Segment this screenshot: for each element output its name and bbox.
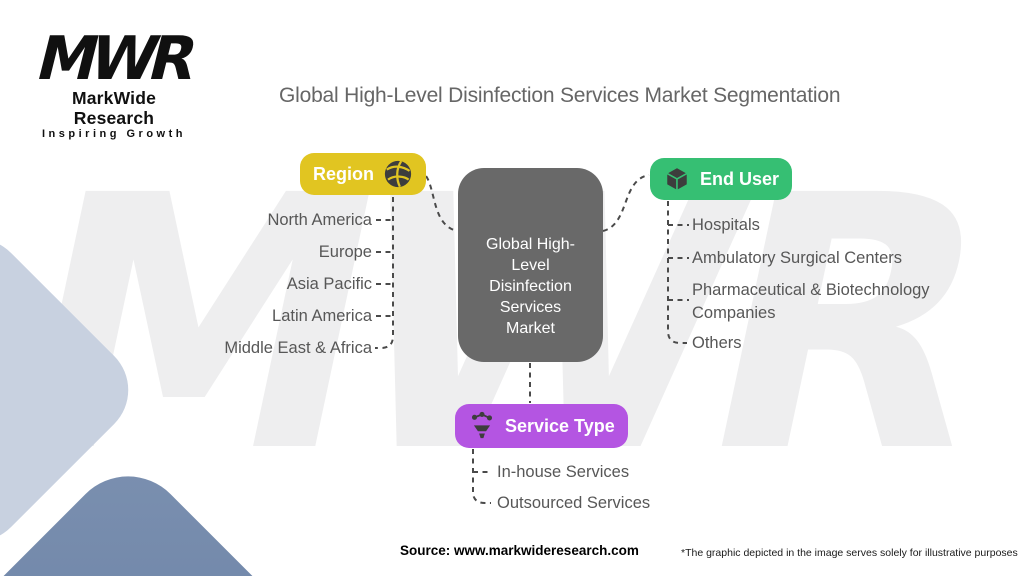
page-title: Global High-Level Disinfection Services … xyxy=(279,84,841,107)
service-type-item: In-house Services xyxy=(497,463,630,481)
region-item: North America xyxy=(267,211,372,229)
region-item: Middle East & Africa xyxy=(224,339,372,357)
source-text: Source: www.markwideresearch.com xyxy=(400,543,639,558)
end-user-badge-label: End User xyxy=(700,168,780,189)
service-type-badge-label: Service Type xyxy=(505,415,615,436)
center-node-label-line: Disinfection xyxy=(489,278,572,295)
globe-icon xyxy=(383,159,413,189)
center-node-label-line: Services xyxy=(499,299,562,316)
cube-icon xyxy=(663,165,691,193)
service-type-badge: Service Type xyxy=(455,404,628,448)
logo-acronym: MWR xyxy=(29,24,199,94)
center-node-label-line: Market xyxy=(506,320,555,337)
end-user-item: Ambulatory Surgical Centers xyxy=(692,249,903,267)
region-badge: Region xyxy=(300,153,426,195)
disclaimer-text: *The graphic depicted in the image serve… xyxy=(681,547,1018,559)
center-node: Global High- Level Disinfection Services… xyxy=(458,168,603,362)
end-user-item: Pharmaceutical & Biotechnology Companies xyxy=(692,281,930,322)
region-item: Latin America xyxy=(272,307,372,325)
connector-enduser-trunk xyxy=(667,201,687,344)
connector-servicetype-trunk xyxy=(472,449,491,504)
region-badge-label: Region xyxy=(313,163,374,184)
service-type-item: Outsourced Services xyxy=(497,494,651,512)
center-node-label-line: Level xyxy=(511,257,550,274)
end-user-item: Others xyxy=(692,334,742,352)
region-item: Europe xyxy=(318,243,372,261)
center-node-label-line: Global High- xyxy=(486,236,575,253)
logo-tagline: Inspiring Growth xyxy=(42,128,186,140)
region-item: Asia Pacific xyxy=(286,275,372,293)
end-user-item: Hospitals xyxy=(692,216,760,234)
logo: MWR MarkWide Research Inspiring Growth xyxy=(30,24,199,141)
connector-region-to-center xyxy=(418,169,458,232)
filter-funnel-icon xyxy=(468,411,496,441)
end-user-badge: End User xyxy=(650,158,793,200)
connector-center-to-enduser xyxy=(602,174,650,232)
logo-name: MarkWide Research xyxy=(71,88,157,128)
